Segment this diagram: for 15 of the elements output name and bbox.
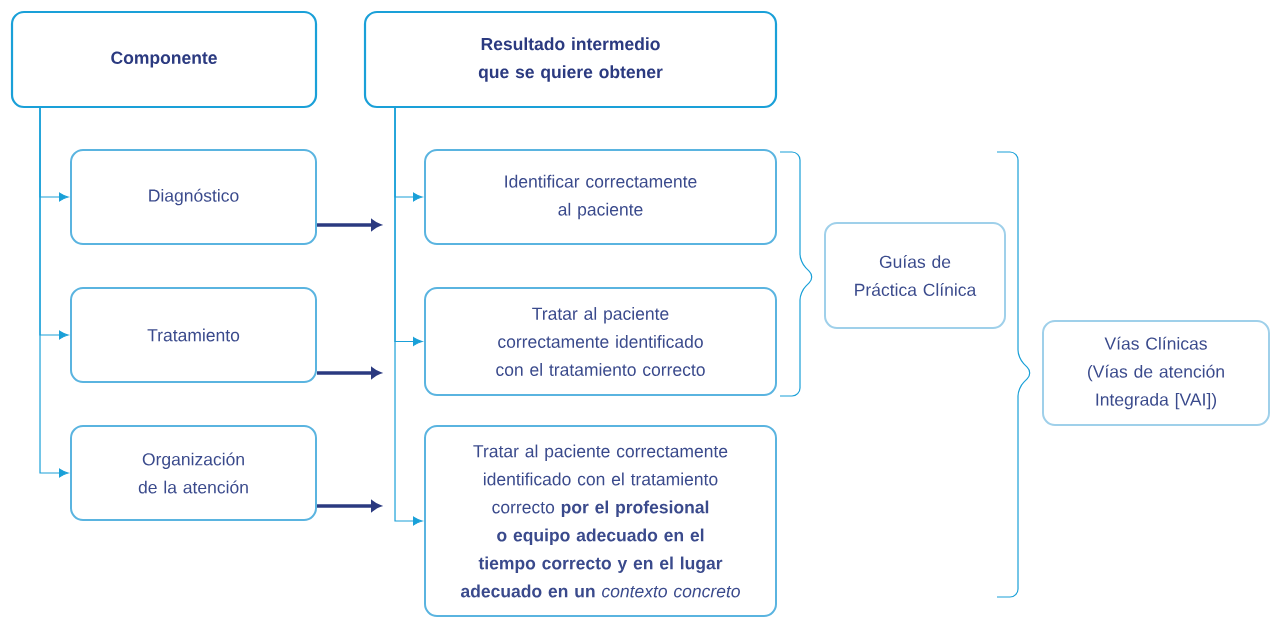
connector-arrow [394,107,423,526]
header-box: Componente [10,10,318,109]
process-box: Organización de la atención [70,425,317,521]
process-box: Identificar correctamente al paciente [424,149,777,245]
arrow [317,500,381,512]
arrow [317,367,381,379]
arrow [317,219,381,231]
process-box: Tratar al paciente correctamente identificado con el tratamiento correcto [424,287,777,396]
header-box: Resultado intermedio que se quiere obtener [363,10,778,109]
process-box: Diagnóstico [70,149,317,245]
connector-arrow [39,107,69,478]
process-box: Tratamiento [70,287,317,383]
result-box: Vías Clínicas (Vías de atención Integrada [VAI]) [1042,320,1270,426]
process-box: Tratar al paciente correctamente identificado con el tratamiento correcto por el profesional o equipo adecuado en el tiempo correcto y en el lugar adecuado en un contexto concreto [424,425,777,617]
result-box: Guías de Práctica Clínica [824,222,1006,329]
